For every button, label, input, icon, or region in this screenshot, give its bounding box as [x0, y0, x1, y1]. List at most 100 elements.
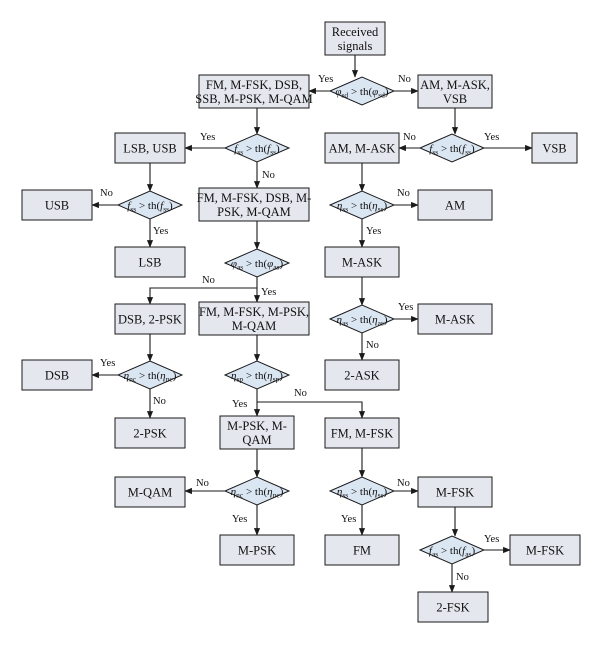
node-label: signals [338, 39, 373, 53]
decision-condition: ηsp​ > th(ηsp​) [231, 370, 283, 384]
decision-d2: fss​ > th(fss​) [223, 133, 291, 163]
decision-diamond [328, 304, 396, 334]
decision-d11: ηss​ > th(ηss​) [328, 476, 396, 506]
node-box [198, 187, 310, 222]
node-label: M-ASK [435, 312, 475, 326]
node-mqam: M-QAM [114, 476, 186, 508]
node-ask2: 2-ASK [324, 359, 400, 391]
node-label: AM, M-ASK, [420, 78, 490, 92]
node-label: DSB, 2-PSK [118, 312, 182, 326]
branch-label-yes: Yes [100, 358, 115, 369]
node-label: M-QAM [232, 319, 276, 333]
node-box [114, 417, 186, 449]
decision-condition: ηnc​ > th(ηnc​) [124, 370, 177, 384]
branch-label-yes: Yes [398, 302, 413, 313]
node-mask1: M-ASK [324, 246, 400, 278]
decision-d7: ηas​ > th(ηas​) [328, 304, 396, 334]
node-label: USB [45, 198, 69, 212]
node-box [198, 74, 310, 109]
branch-label-no: No [196, 478, 209, 489]
node-label: 2-ASK [344, 368, 379, 382]
branch-label-yes: Yes [153, 226, 168, 237]
decision-diamond [223, 133, 291, 163]
node-box [219, 415, 295, 450]
decision-diamond [328, 476, 396, 506]
decision-condition: fas​ > th(fas​) [429, 545, 476, 559]
node-box [324, 417, 400, 449]
node-label: FM, M-FSK, M-PSK, [199, 305, 309, 319]
node-am-all: AM, M-ASK,VSB [417, 74, 493, 109]
node-label: LSB, USB [123, 141, 177, 155]
node-lsb: LSB [114, 246, 186, 278]
branch-label-no: No [153, 396, 166, 407]
node-box [114, 246, 186, 278]
branch-label-no: No [403, 132, 416, 143]
node-box [114, 303, 186, 335]
decision-diamond [328, 76, 396, 106]
node-box [417, 303, 493, 335]
decision-condition: ηss​ > th(ηss​) [337, 200, 388, 214]
branch-label-yes: Yes [200, 132, 215, 143]
node-label: AM [445, 198, 465, 212]
connector-arrow [257, 401, 366, 419]
decision-condition: fss​ > th(fss​) [127, 200, 173, 214]
node-label: VSB [542, 141, 566, 155]
decision-diamond [328, 190, 396, 220]
node-dsb: DSB [21, 359, 93, 391]
decision-condition: ηas​ > th(ηas​) [336, 314, 387, 328]
decision-d4: fss​ > th(fss​) [116, 190, 184, 220]
node-label: M-ASK [342, 255, 382, 269]
decision-condition: φsd​ > th(φsd​) [335, 86, 388, 100]
node-label: 2-FSK [436, 600, 469, 614]
node-lsb-usb: LSB, USB [114, 132, 186, 164]
decision-d8: ηnc​ > th(ηnc​) [116, 360, 184, 390]
branch-label-no: No [366, 340, 379, 351]
node-box [531, 132, 578, 164]
node-label: M-FSK [436, 485, 474, 499]
node-box [324, 21, 386, 56]
node-fm-all: FM, M-FSK, DSB,SSB, M-PSK, M-QAM [195, 74, 313, 109]
branch-label-yes: Yes [484, 132, 499, 143]
decision-condition: ηnc​ > th(ηnc​) [231, 486, 284, 500]
node-usb: USB [21, 189, 93, 221]
node-box [198, 301, 310, 336]
node-label: 2-PSK [133, 426, 166, 440]
decision-diamond [418, 535, 486, 565]
node-mfsk2: M-FSK [509, 534, 581, 566]
branch-label-no: No [294, 388, 307, 399]
branch-label-no: No [202, 275, 215, 286]
node-label: LSB [139, 255, 162, 269]
decision-condition: φas​ > th(φas​) [231, 258, 284, 272]
node-box [324, 132, 400, 164]
node-box [114, 476, 186, 508]
node-psk2: 2-PSK [114, 417, 186, 449]
node-label: FM, M-FSK [331, 426, 394, 440]
node-fm-dsb: FM, M-FSK, DSB, M-PSK, M-QAM [197, 187, 311, 222]
node-label: SSB, M-PSK, M-QAM [195, 92, 312, 106]
node-label: M-FSK [526, 543, 564, 557]
decision-diamond [223, 248, 291, 278]
decision-diamond [418, 133, 486, 163]
decision-d12: fas​ > th(fas​) [418, 535, 486, 565]
branch-label-no: No [456, 572, 469, 583]
branch-label-yes: Yes [341, 514, 356, 525]
node-mfsk1: M-FSK [417, 476, 493, 508]
node-box [324, 359, 400, 391]
node-box [21, 189, 93, 221]
decision-diamond [116, 360, 184, 390]
decision-condition: ηss​ > th(ηss​) [337, 486, 388, 500]
node-box [509, 534, 581, 566]
branch-label-yes: Yes [366, 226, 381, 237]
decision-d3: fss​ > th(fss​) [418, 133, 486, 163]
node-box [21, 359, 93, 391]
branch-label-no: No [397, 188, 410, 199]
node-box [417, 591, 489, 623]
decision-diamond [223, 360, 291, 390]
branch-label-no: No [398, 74, 411, 85]
node-fsk2: 2-FSK [417, 591, 489, 623]
branch-label-yes: Yes [318, 74, 333, 85]
branch-label-no: No [262, 170, 275, 181]
